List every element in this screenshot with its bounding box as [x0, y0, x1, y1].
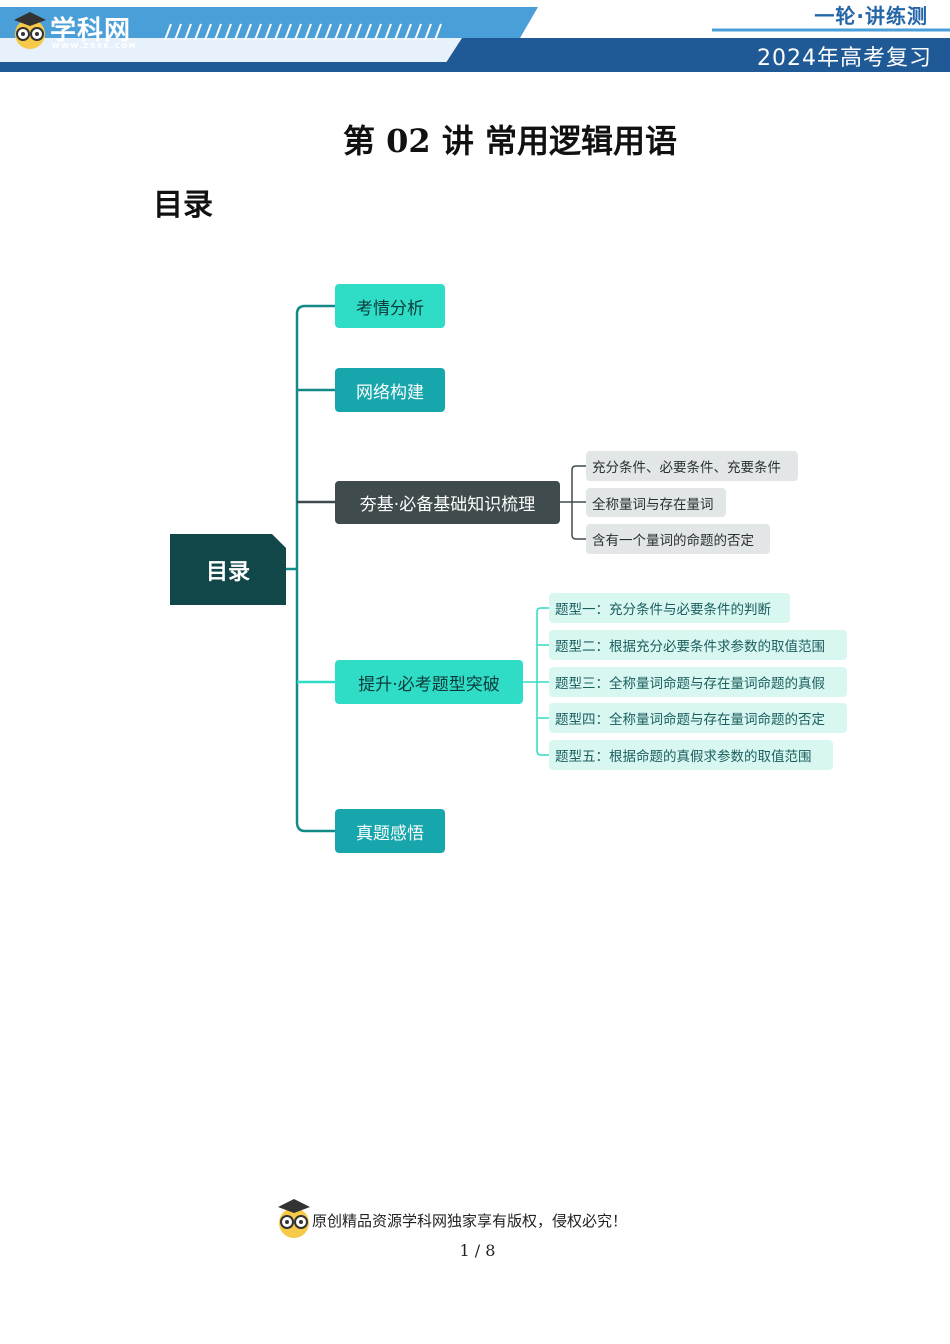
page-title: 第 02 讲 常用逻辑用语: [343, 122, 677, 160]
leaf-question-type-4[interactable]: 题型四：全称量词命题与存在量词命题的否定: [549, 703, 847, 733]
header-banner: [0, 7, 950, 72]
leaf-question-type-2[interactable]: 题型二：根据充分必要条件求参数的取值范围: [549, 630, 847, 660]
branch-real-exam[interactable]: 真题感悟: [335, 809, 445, 853]
leaf-knowledge-3[interactable]: 含有一个量词的命题的否定: [586, 524, 770, 554]
logo-text: 学科网: [50, 16, 132, 46]
branch-network-build[interactable]: 网络构建: [335, 368, 445, 412]
page-header: 学科网 WWW.ZXXK.COM 一轮·讲练测 2024年高考复习: [0, 0, 950, 75]
branch-label: 考情分析: [356, 298, 424, 319]
page-number: 1 / 8: [459, 1241, 496, 1260]
series-label: 一轮·讲练测: [814, 4, 928, 28]
branch-label: 网络构建: [356, 382, 424, 403]
folded-corner-icon: [272, 534, 286, 548]
leaf-knowledge-2[interactable]: 全称量词与存在量词: [586, 488, 726, 517]
branch-label: 真题感悟: [356, 823, 424, 844]
branch-basic-knowledge[interactable]: 夯基·必备基础知识梳理: [335, 481, 560, 524]
branch-label: 夯基·必备基础知识梳理: [359, 495, 536, 515]
leaf-question-type-3[interactable]: 题型三：全称量词命题与存在量词命题的真假: [549, 667, 847, 697]
branch-label: 提升·必考题型突破: [358, 674, 500, 695]
mindmap-root-label: 目录: [205, 559, 250, 585]
copyright-notice: 原创精品资源学科网独家享有版权，侵权必究！: [312, 1212, 628, 1230]
leaf-question-type-5[interactable]: 题型五：根据命题的真假求参数的取值范围: [549, 740, 833, 770]
owl-mascot-icon: [278, 1199, 310, 1238]
toc-heading: 目录: [153, 188, 213, 223]
year-label: 2024年高考复习: [757, 46, 932, 71]
leaf-knowledge-1[interactable]: 充分条件、必要条件、充要条件: [586, 451, 798, 481]
owl-logo-icon: [14, 12, 46, 49]
leaf-question-type-1[interactable]: 题型一：充分条件与必要条件的判断: [549, 593, 790, 623]
branch-exam-analysis[interactable]: 考情分析: [335, 284, 445, 328]
branch-question-types[interactable]: 提升·必考题型突破: [335, 660, 523, 704]
logo-url: WWW.ZXXK.COM: [52, 42, 138, 50]
mindmap-root: 目录: [170, 534, 286, 605]
